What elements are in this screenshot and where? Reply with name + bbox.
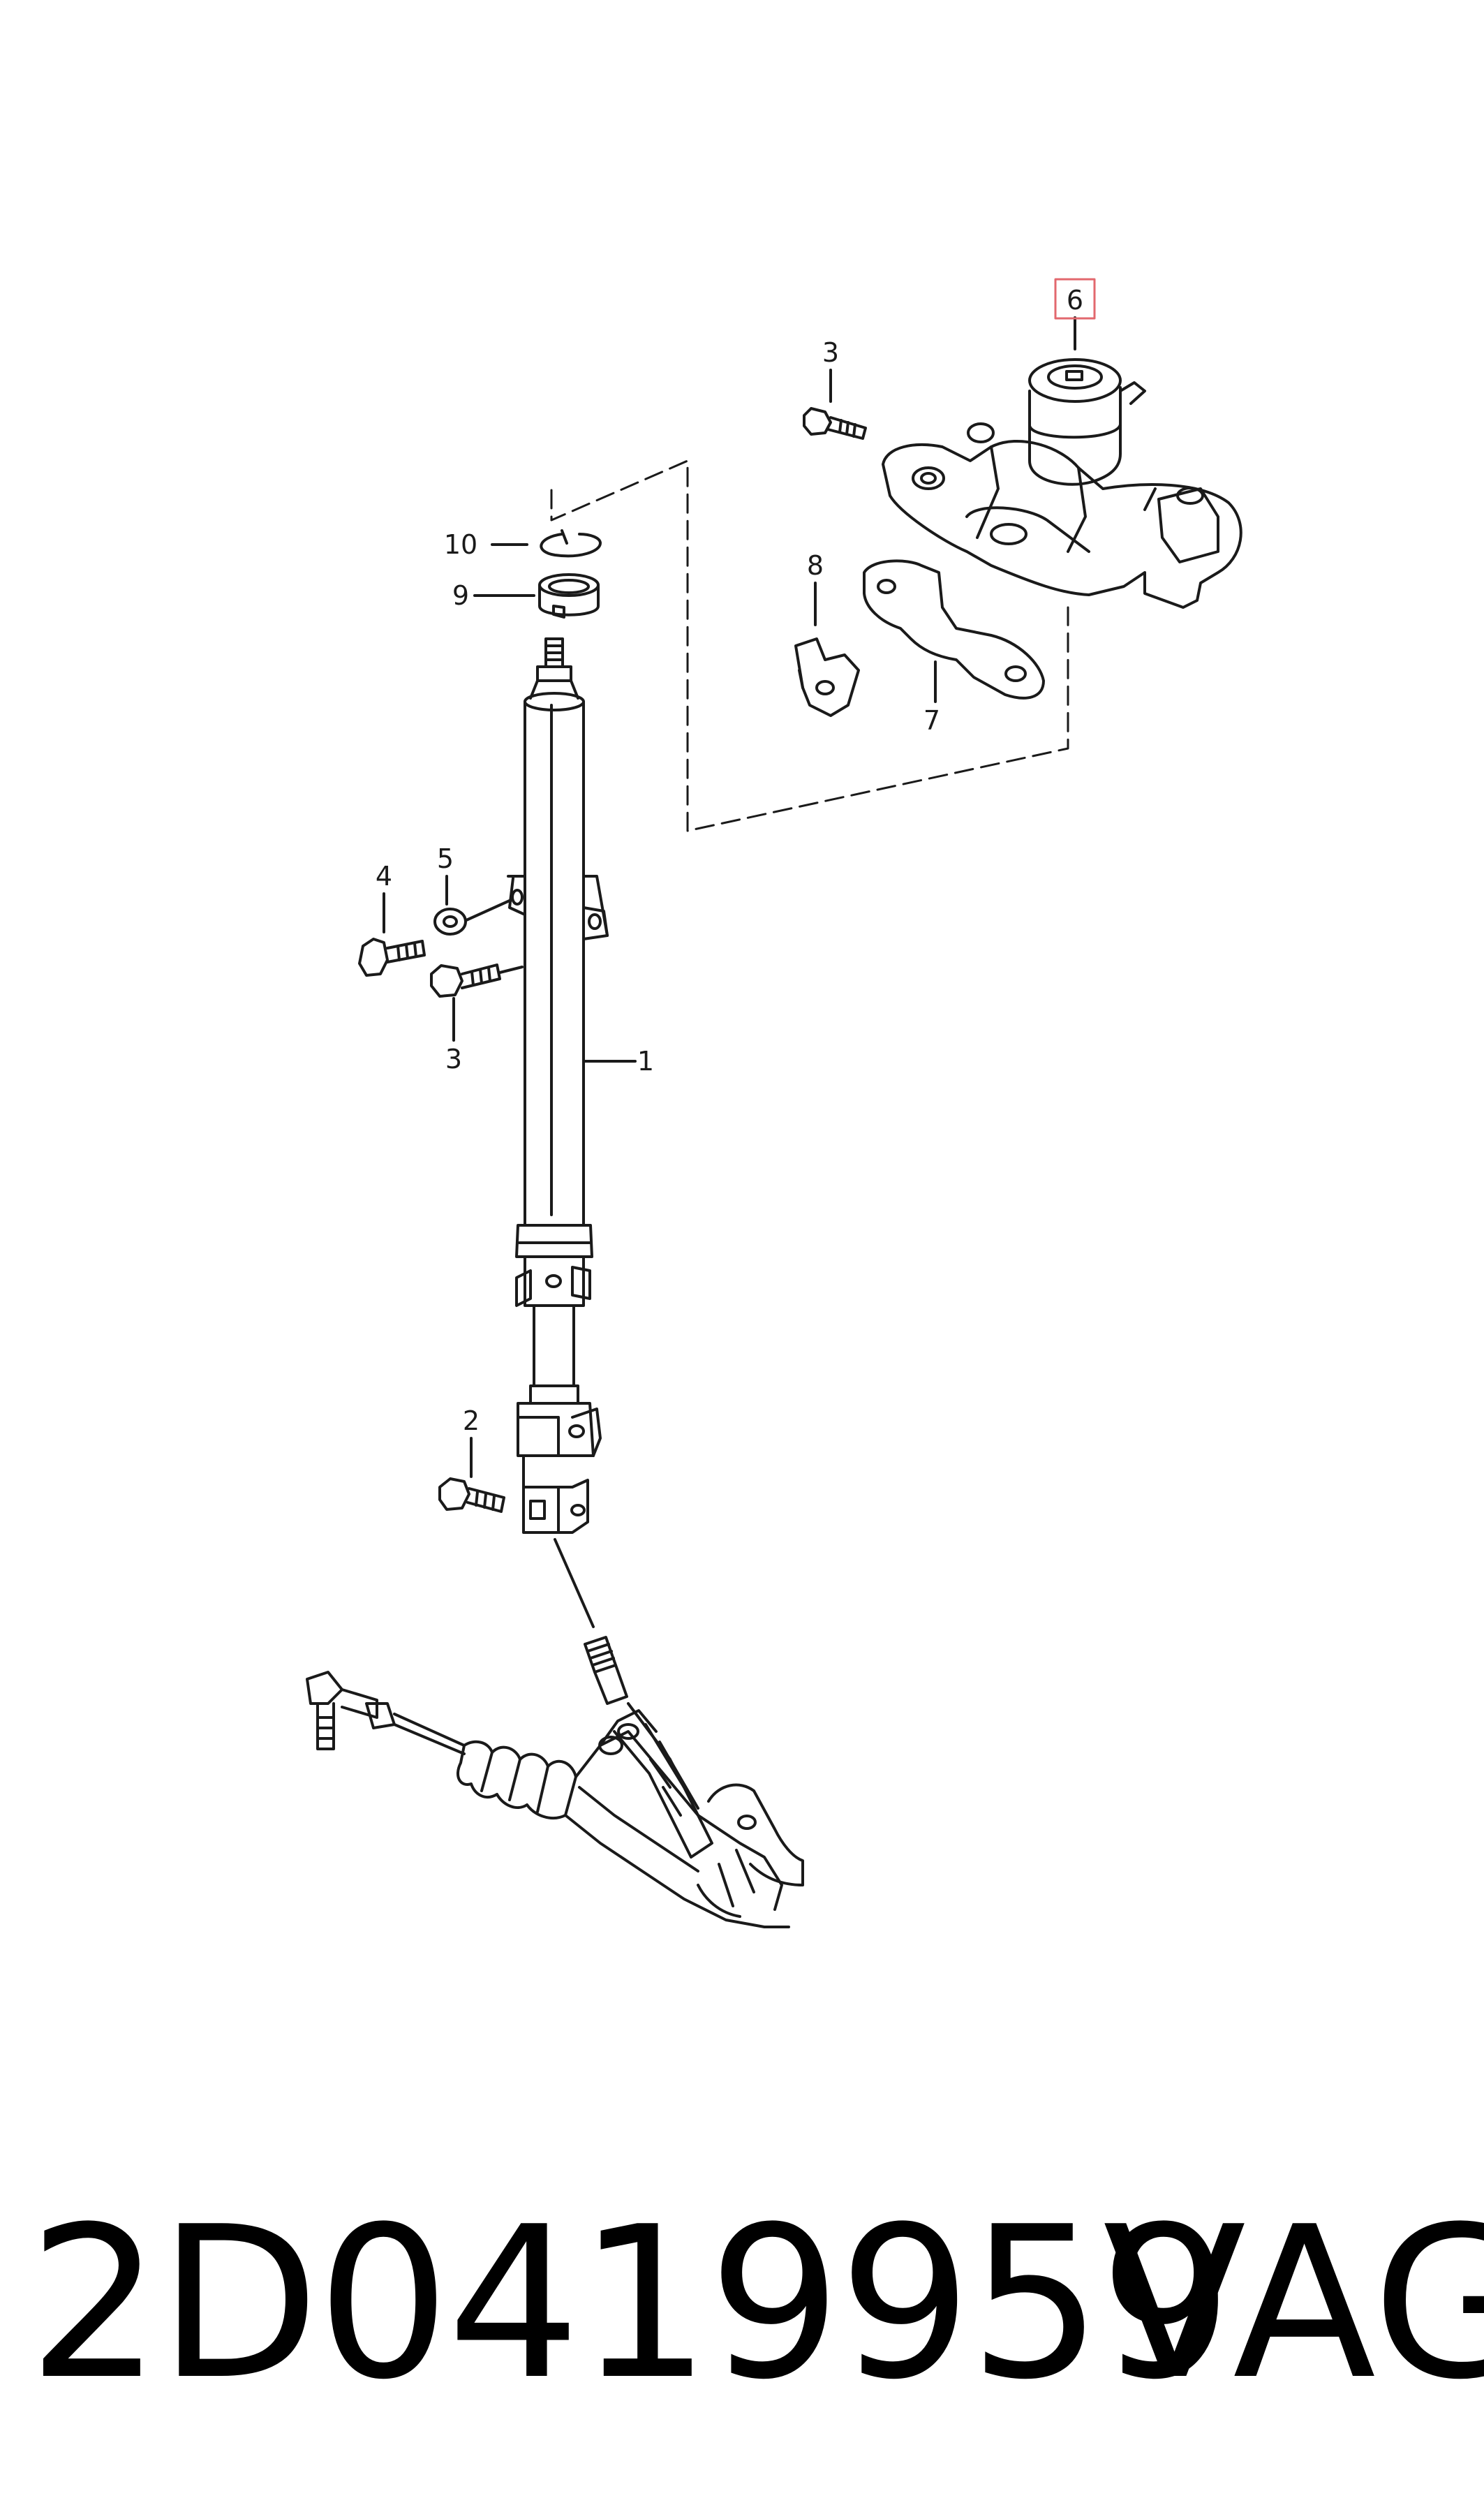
bushing — [538, 573, 600, 619]
steering-rack — [306, 1636, 804, 1928]
assembly-dashed-lines — [550, 459, 1069, 832]
callout-3b-label: 3 — [445, 1044, 462, 1074]
callout-3a-label: 3 — [822, 337, 839, 368]
circlip — [540, 529, 602, 558]
callout-2-label: 2 — [463, 1405, 480, 1436]
callout-4-label: 4 — [376, 861, 392, 892]
washer — [433, 908, 467, 936]
callout-8-label: 8 — [807, 550, 824, 581]
shear-clip — [794, 637, 860, 717]
steering-column — [507, 637, 609, 1534]
callout-1-label: 1 — [637, 1046, 654, 1077]
callout-7-label: 7 — [923, 705, 940, 736]
bolt-mid-to-column-line — [498, 966, 524, 974]
washer-to-column-line — [465, 899, 511, 922]
column-to-rack-line — [554, 1538, 595, 1628]
bolt-mid — [430, 963, 501, 998]
callout-9-label: 9 — [452, 580, 469, 611]
clamp-bracket — [863, 559, 1045, 700]
callout-5-label: 5 — [437, 843, 454, 874]
brand-name: VAG — [1103, 2182, 1484, 2425]
callout-6-label: 6 — [1067, 285, 1083, 316]
bolt-4 — [358, 938, 426, 977]
callout-labels: 6 3 10 9 8 7 4 5 3 1 2 — [376, 285, 1083, 1436]
callout-10-label: 10 — [444, 529, 477, 560]
callout-6-box — [1054, 278, 1096, 320]
part-number: 2D0419959 — [28, 2182, 1233, 2425]
steering-lock-housing — [882, 358, 1242, 609]
bolt-2 — [438, 1477, 505, 1513]
bolt-top — [803, 407, 867, 440]
